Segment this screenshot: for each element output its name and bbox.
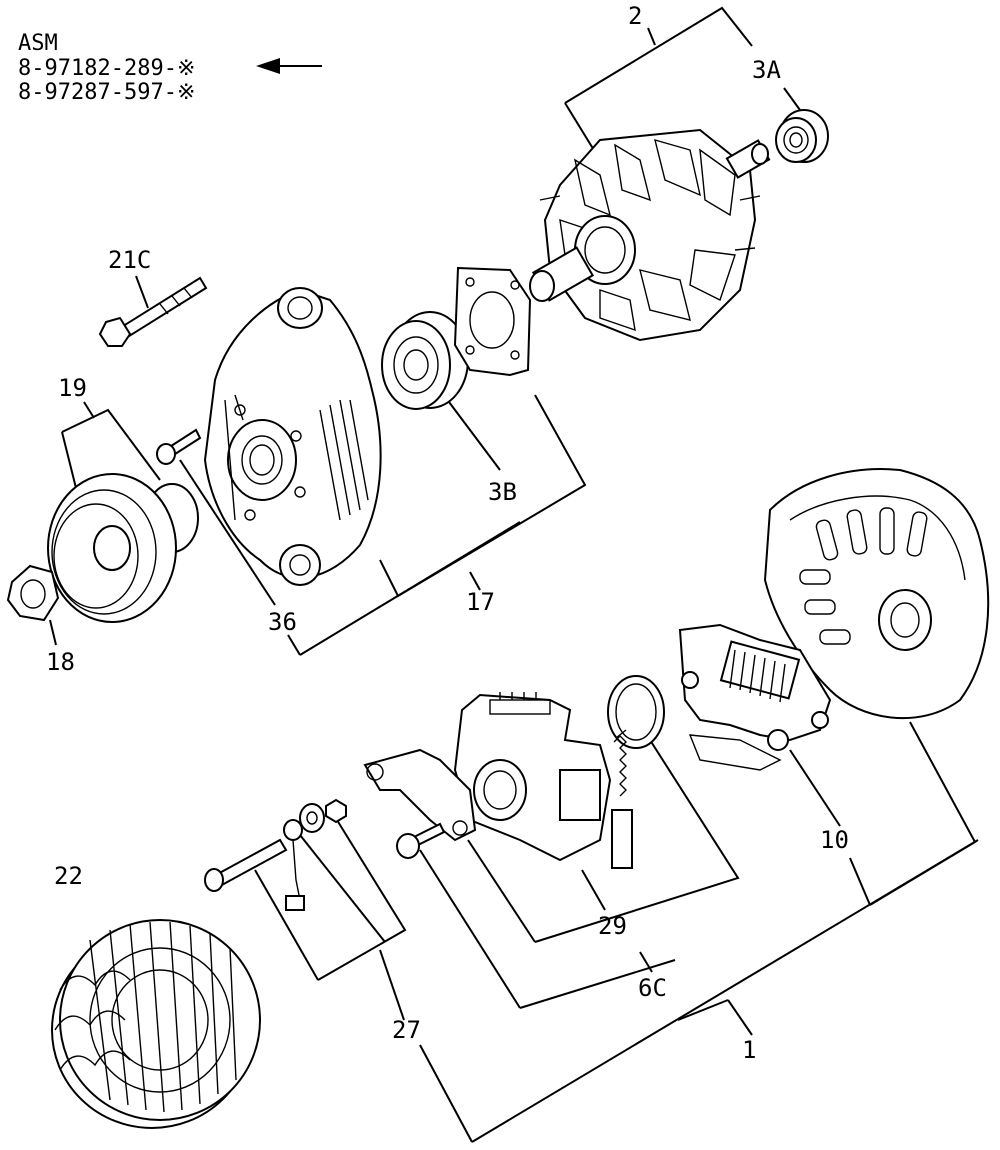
bearing-3A-part xyxy=(775,109,829,163)
callout-17: 17 xyxy=(466,588,495,616)
callout-29: 29 xyxy=(598,912,627,940)
callout-18: 18 xyxy=(46,648,75,676)
leader-lines xyxy=(49,6,979,1143)
retainer-plate-part xyxy=(453,266,532,377)
terminal-plate-part xyxy=(363,748,477,842)
front-housing-17-part xyxy=(203,287,382,586)
callout-10: 10 xyxy=(820,826,849,854)
rotor-2-part xyxy=(529,128,771,342)
callout-3A: 3A xyxy=(752,56,781,84)
screw-36-part xyxy=(156,428,202,465)
bolt-21C-part xyxy=(98,276,208,347)
assembly-title: ASM xyxy=(18,31,58,56)
callout-2: 2 xyxy=(628,2,642,30)
snap-ring-part xyxy=(607,675,665,749)
callout-1: 1 xyxy=(742,1036,756,1064)
rectifier-10-part xyxy=(678,623,832,771)
callout-36: 36 xyxy=(268,608,297,636)
callout-19: 19 xyxy=(58,374,87,402)
callout-3B: 3B xyxy=(488,478,517,506)
callout-6C: 6C xyxy=(638,974,667,1002)
nut-18-part xyxy=(6,564,60,622)
callout-21C: 21C xyxy=(108,246,151,274)
part-number-1: 8-97182-289-※ xyxy=(18,56,195,81)
pulley-19-part xyxy=(47,473,199,623)
part-number-2: 8-97287-597-※ xyxy=(18,80,195,105)
rear-housing-part xyxy=(763,468,990,720)
screw-6C-part xyxy=(396,822,446,859)
regulator-29-part xyxy=(453,692,612,862)
callout-27: 27 xyxy=(392,1016,421,1044)
callout-22: 22 xyxy=(54,862,83,890)
bearing-3B-part xyxy=(381,311,469,410)
terminal-bolt-27-part xyxy=(204,798,347,911)
brush-spring-part xyxy=(611,729,633,869)
stator-22-part xyxy=(51,919,261,1129)
pointer-arrow-icon xyxy=(256,58,322,74)
